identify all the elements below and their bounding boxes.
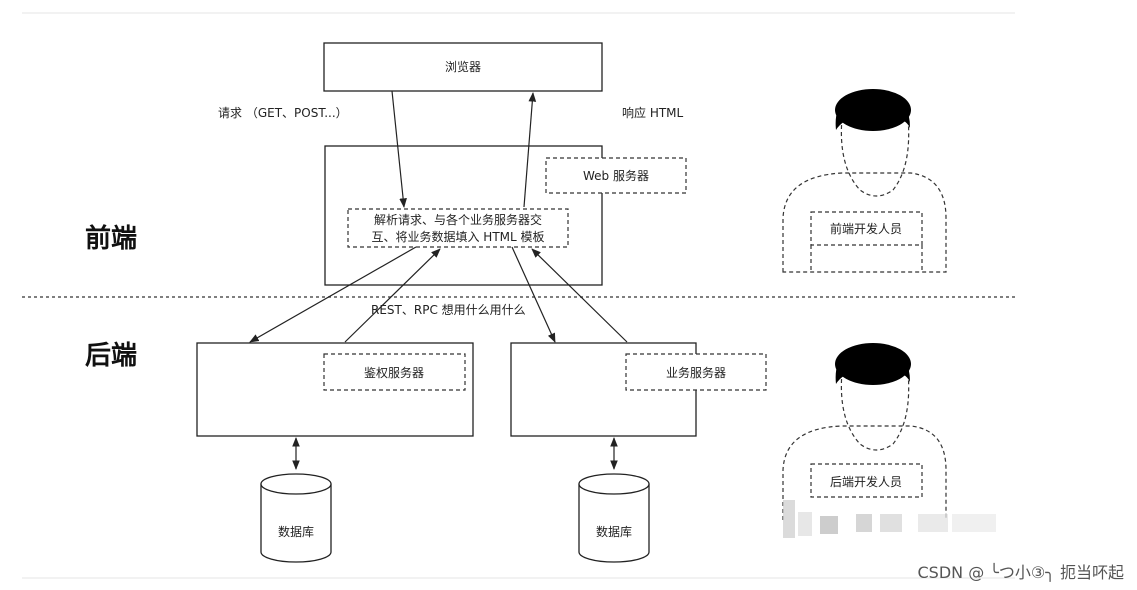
auth-server-label: 鉴权服务器 [364,365,424,380]
database-right-label: 数据库 [596,524,632,539]
database-left-label: 数据库 [278,524,314,539]
business-server-label: 业务服务器 [666,365,726,380]
web-server-label: Web 服务器 [583,168,649,183]
database-right-icon: 数据库 [578,473,650,563]
backend-developer-icon: 后端开发人员 [782,343,947,520]
business-server-tag: 业务服务器 [625,353,767,391]
backend-developer-label: 后端开发人员 [830,474,902,489]
backend-section-label: 后端 [85,341,137,371]
request-arrow [391,90,407,208]
csdn-watermark: CSDN @ ╰つ小③╮ 扼当吥起 [918,562,1125,582]
blurred-mosaic [783,500,996,538]
rest-rpc-label: REST、RPC 想用什么用什么 [371,302,526,317]
request-label: 请求 （GET、POST...） [218,106,348,120]
from-business-arrow [531,248,628,343]
auth-server-tag: 鉴权服务器 [323,353,466,391]
parse-line-2: 互、将业务数据填入 HTML 模板 [371,229,544,244]
frontend-developer-label: 前端开发人员 [830,221,902,236]
to-business-arrow [511,246,556,343]
web-server-box: Web 服务器 [545,157,687,194]
parse-line-1: 解析请求、与各个业务服务器交 [374,212,542,227]
response-arrow [523,92,537,208]
browser-box: 浏览器 [323,42,603,92]
parse-request-box: 解析请求、与各个业务服务器交 互、将业务数据填入 HTML 模板 [347,208,569,248]
database-left-icon: 数据库 [260,473,332,563]
browser-label: 浏览器 [445,59,481,74]
frontend-section-label: 前端 [85,223,137,254]
to-auth-arrow [249,246,417,343]
from-auth-arrow [344,248,441,343]
response-label: 响应 HTML [622,105,684,120]
frontend-developer-icon: 前端开发人员 [782,89,947,273]
